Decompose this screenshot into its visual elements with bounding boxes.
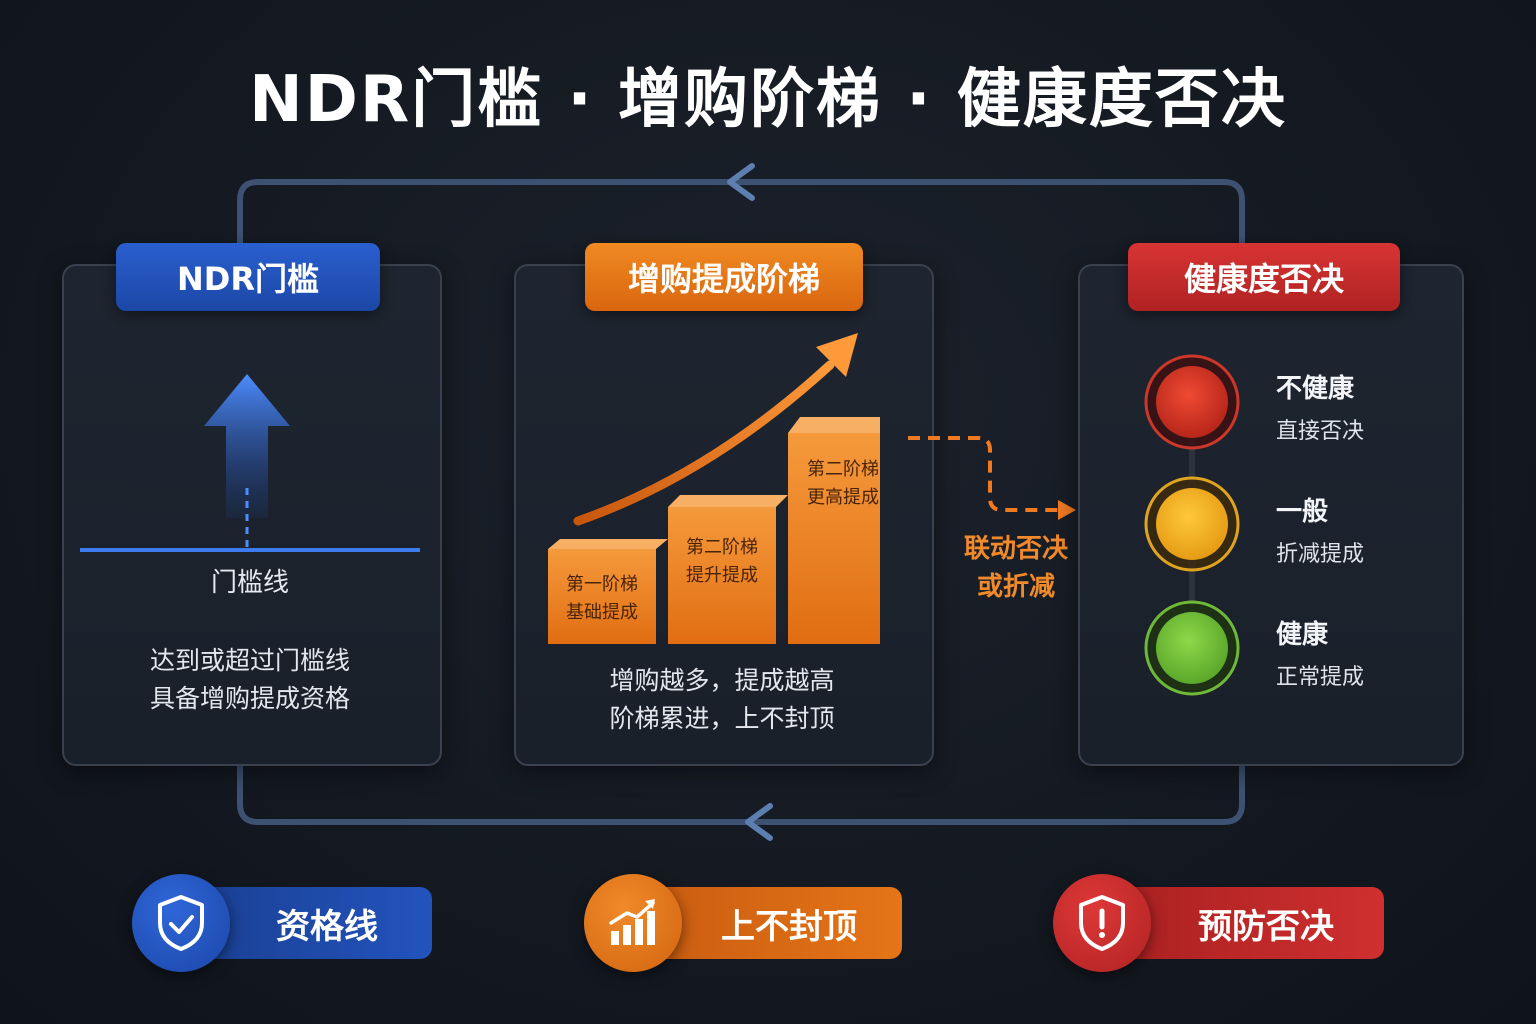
unhealthy-subtitle: 直接否决 [1276,419,1365,444]
linked-veto-label: 联动否决 或折减 [946,530,1086,606]
ndr-threshold-header: NDR门槛 [116,243,380,311]
ladder-step-2-bar [668,507,776,644]
yellow-light-icon [1144,476,1240,572]
healthy-status: 健康 正常提成 [1276,614,1364,691]
healthy-title: 健康 [1276,620,1329,650]
threshold-line [80,548,420,552]
unhealthy-status: 不健康 直接否决 [1276,368,1364,445]
loop-arrow-bottom-icon [745,803,773,841]
healthy-subtitle: 正常提成 [1276,665,1365,690]
threshold-desc-line-1: 达到或超过门槛线 [149,646,350,675]
ladder-desc-line-2: 阶梯累进，上不封顶 [609,704,835,733]
ladder-step-2-label-line-2: 提升提成 [686,565,758,586]
linked-veto-label-line-2: 或折减 [976,572,1055,602]
page-title: NDR门槛 · 增购阶梯 · 健康度否决 [249,63,1287,137]
qualification-line-label: 资格线 [276,906,378,947]
linked-veto-arrow-head-icon [1058,500,1076,520]
green-light-icon [1144,600,1240,696]
ladder-step-3-bar [788,433,880,644]
unhealthy-title: 不健康 [1276,374,1355,404]
ladder-step-2-label-line-1: 第二阶梯 [686,537,758,558]
no-cap-label: 上不封顶 [721,906,857,947]
ladder-growth-chart [548,333,880,644]
health-veto-panel [1078,264,1464,766]
ladder-step-1-label: 第一阶梯 基础提成 [548,571,656,627]
up-arrow-icon [204,374,290,548]
average-status: 一般 折减提成 [1276,491,1364,568]
bar-chart-growth-icon [584,874,682,972]
red-light-icon [1144,354,1240,450]
preventive-veto-label: 预防否决 [1198,906,1334,947]
shield-check-icon [132,874,230,972]
ladder-step-1-bar [548,549,656,644]
ladder-step-2-label: 第二阶梯 提升提成 [668,534,776,590]
growth-arrow-shaft [573,360,835,526]
ladder-step-3-label-line-1: 第二阶梯 [807,459,879,480]
ladder-step-3-top [788,417,880,433]
linked-veto-label-line-1: 联动否决 [963,534,1068,564]
ladder-step-2-top [668,495,788,507]
ladder-desc-line-1: 增购越多，提成越高 [609,666,835,695]
loop-arrow-top-icon [727,163,755,201]
ladder-description: 增购越多，提成越高 阶梯累进，上不封顶 [514,662,930,738]
ladder-step-1-top [548,539,668,549]
threshold-description: 达到或超过门槛线 具备增购提成资格 [62,642,438,718]
health-veto-header: 健康度否决 [1128,243,1400,311]
commission-ladder-header: 增购提成阶梯 [585,243,863,311]
threshold-line-label: 门槛线 [210,568,289,598]
ladder-step-3-label-line-2: 更高提成 [807,487,879,508]
shield-alert-icon [1053,874,1151,972]
ladder-step-1-label-line-1: 第一阶梯 [566,574,638,595]
growth-arrow-head-icon [816,333,858,377]
average-subtitle: 折减提成 [1276,542,1365,567]
ladder-step-3-label: 第二阶梯 更高提成 [788,456,898,512]
linked-veto-arrow [908,436,1076,520]
ladder-step-1-label-line-2: 基础提成 [566,602,638,623]
average-title: 一般 [1276,497,1329,527]
threshold-desc-line-2: 具备增购提成资格 [149,684,350,713]
